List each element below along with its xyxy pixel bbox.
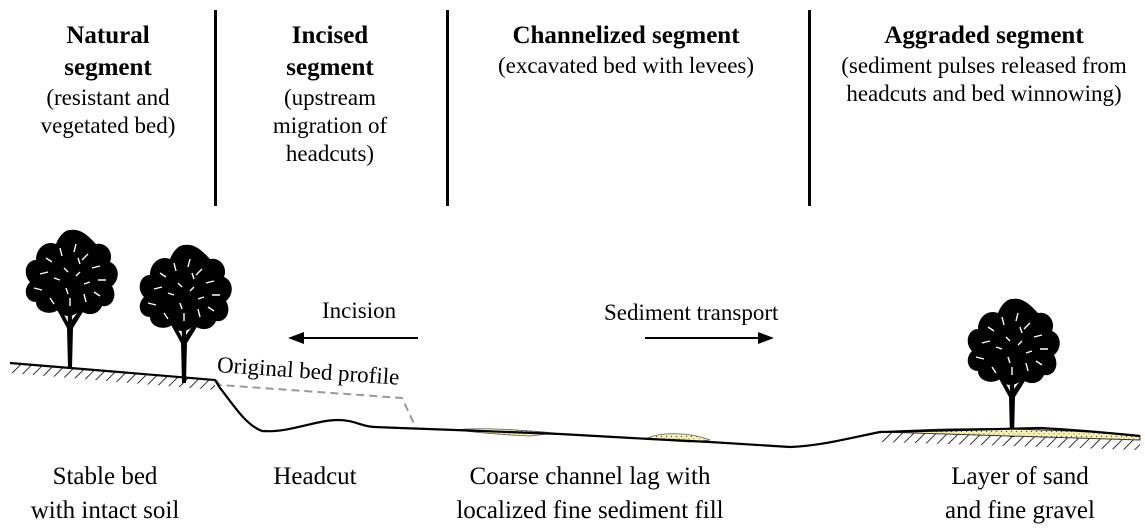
divider-3 — [808, 10, 811, 206]
bed-profile-line — [9, 361, 1141, 449]
stable-bed-label-line1: Stable bed — [52, 463, 158, 490]
segment-channelized-title: Channelized segment — [512, 22, 740, 49]
tree-icon — [967, 298, 1061, 438]
stable-ground-hatch — [10, 363, 215, 390]
segment-aggraded: Aggraded segment (sediment pulses releas… — [826, 20, 1142, 108]
segment-incised-title: Incised segment — [286, 22, 374, 81]
divider-1 — [214, 10, 217, 206]
channel-lag-label-line1: Coarse channel lag with — [469, 463, 711, 490]
original-bed-profile-line — [215, 379, 417, 429]
sand-gravel-label-line2: and fine gravel — [945, 497, 1095, 524]
stable-bed-label-line2: with intact soil — [30, 497, 180, 524]
segment-incised: Incised segment (upstream migration of h… — [230, 20, 430, 168]
segment-channelized-desc: (excavated bed with levees) — [497, 53, 755, 78]
sediment-transport-label: Sediment transport — [604, 300, 779, 325]
segment-channelized: Channelized segment (excavated bed with … — [456, 20, 796, 80]
stable-bed-label: Stable bed with intact soil — [0, 460, 210, 528]
sand-gravel-label-line1: Layer of sand — [951, 463, 1089, 490]
incision-arrow — [288, 332, 418, 344]
channel-lag-label: Coarse channel lag with localized fine s… — [410, 460, 770, 528]
segment-aggraded-desc: (sediment pulses released from headcuts … — [841, 53, 1127, 106]
aggraded-ground-hatch — [880, 432, 1140, 450]
segment-incised-desc: (upstream migration of headcuts) — [272, 85, 388, 166]
sand-gravel-label: Layer of sand and fine gravel — [900, 460, 1140, 528]
channel-lag-label-line2: localized fine sediment fill — [456, 497, 724, 524]
segment-aggraded-title: Aggraded segment — [884, 22, 1084, 49]
sediment-transport-arrow — [645, 332, 774, 344]
segment-natural-desc: (resistant and vegetated bed) — [40, 85, 176, 138]
incision-label: Incision — [322, 298, 397, 323]
tree-icon — [25, 229, 119, 369]
headcut-label-line1: Headcut — [273, 463, 357, 490]
divider-2 — [446, 10, 449, 206]
segment-natural-title: Natural segment — [64, 22, 152, 81]
segment-natural: Natural segment (resistant and vegetated… — [8, 20, 208, 140]
headcut-label: Headcut — [240, 460, 390, 494]
